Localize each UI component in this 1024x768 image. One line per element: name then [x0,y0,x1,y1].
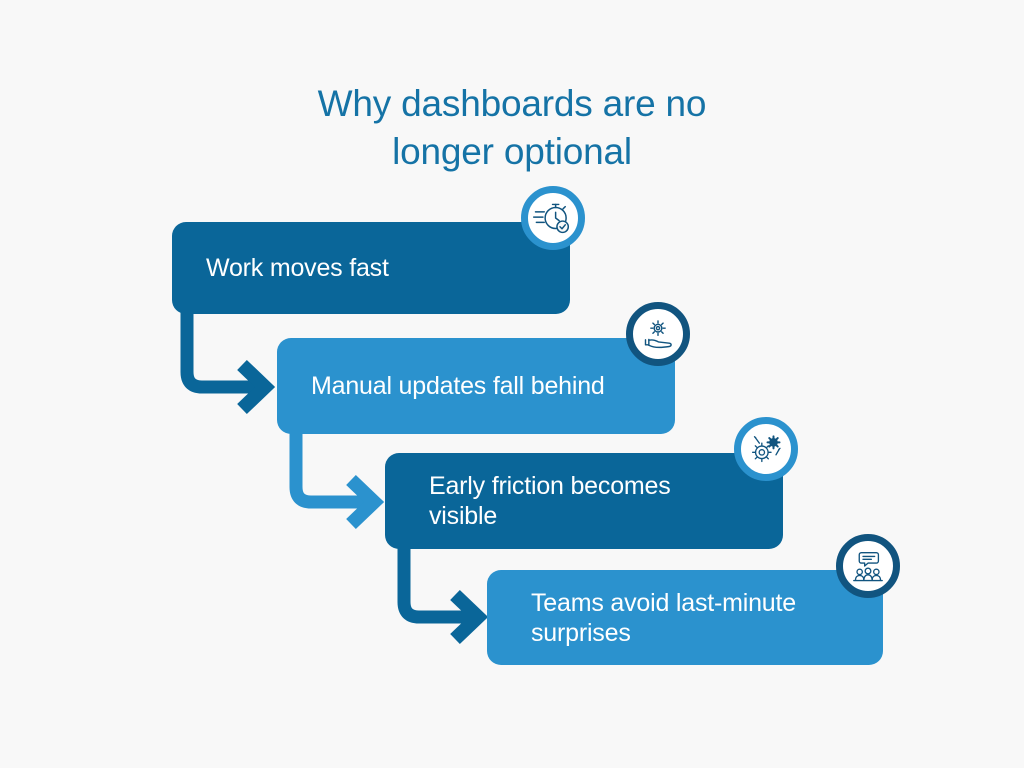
arrowhead-icon [237,359,276,415]
step-bar-3[interactable]: Early friction becomes visible [385,453,783,549]
gears-tools-icon [734,417,798,481]
page-title: Why dashboards are no longer optional [262,80,762,176]
step-label-1: Work moves fast [206,254,389,282]
arrowhead-icon [450,589,489,645]
step-label-2: Manual updates fall behind [311,372,605,400]
arrowhead-icon [346,474,385,530]
step-bar-1[interactable]: Work moves fast [172,222,570,314]
step-label-4: Teams avoid last-minute surprises [531,588,796,647]
step-bar-4[interactable]: Teams avoid last-minute surprises [487,570,883,665]
page-title-line-2: longer optional [392,131,632,172]
elbow-arrow-right-icon [397,541,479,624]
elbow-arrow-right-icon [289,426,377,509]
connector-1 [180,305,276,415]
page-title-line-1: Why dashboards are no [317,83,707,124]
hand-holding-gear-icon [626,302,690,366]
elbow-arrow-right-icon [180,305,268,394]
stopwatch-check-icon [521,186,585,250]
connector-2 [289,426,385,530]
step-bar-2[interactable]: Manual updates fall behind [277,338,675,434]
connector-3 [397,541,489,645]
team-meeting-chat-icon [836,534,900,598]
step-label-3: Early friction becomes visible [429,472,671,530]
